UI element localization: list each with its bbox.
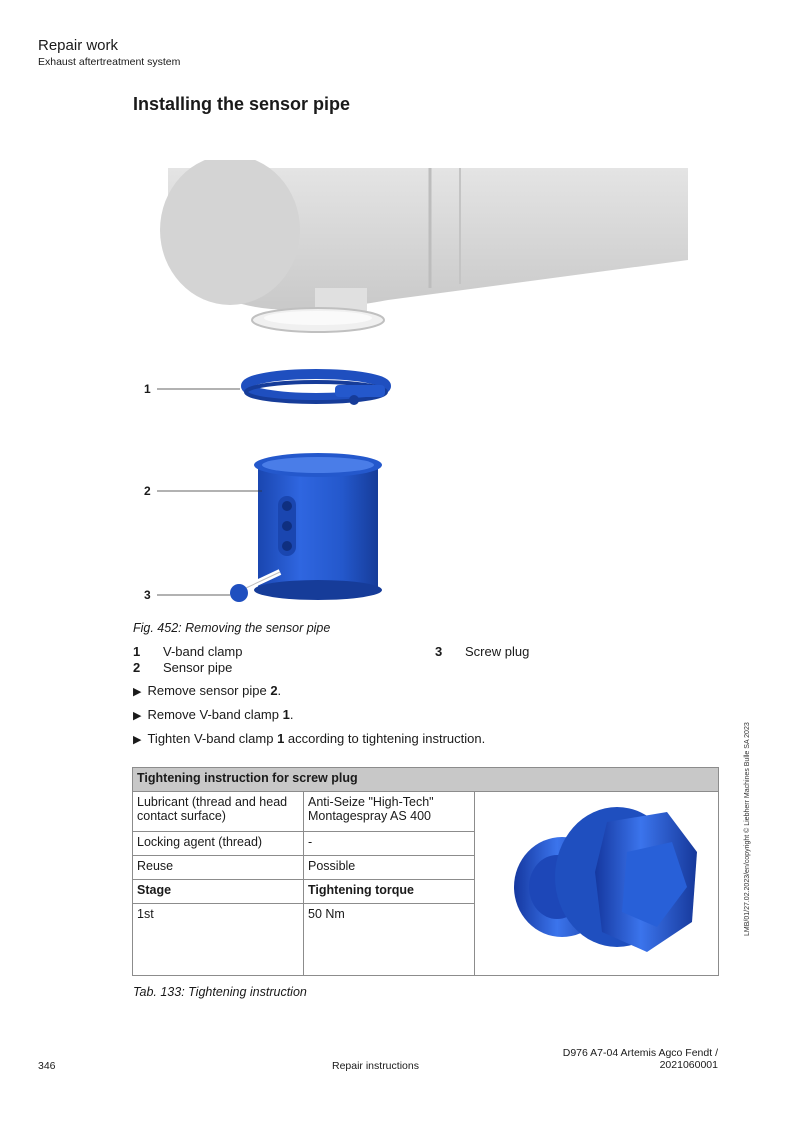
exploded-view-figure: 1 2 3 — [130, 155, 720, 610]
step-text: Remove V-band clamp — [147, 707, 283, 722]
table-caption: Tab. 133: Tightening instruction — [133, 985, 307, 999]
footer-doc-id: D976 A7-04 Artemis Agco Fendt / 20210600… — [563, 1047, 718, 1071]
legend-number: 1 — [133, 644, 141, 659]
subsection-title: Exhaust aftertreatment system — [38, 56, 181, 68]
tightening-table: Tightening instruction for screw plug Lu… — [132, 767, 719, 976]
step-text-end: according to tightening instruction. — [284, 731, 486, 746]
table-subheader-stage: Stage — [132, 879, 304, 904]
legend-item: 1 V-band clamp — [133, 644, 243, 659]
figure-caption: Fig. 452: Removing the sensor pipe — [133, 621, 331, 635]
step-text: Tighten V-band clamp — [147, 731, 278, 746]
legend-label: Screw plug — [465, 644, 530, 659]
table-label-cell: Locking agent (thread) — [132, 831, 304, 856]
page-number: 346 — [38, 1060, 56, 1072]
step-text-end: . — [277, 683, 282, 698]
step-arrow-icon: ▶ — [133, 686, 142, 698]
table-label-cell: 1st — [132, 903, 304, 976]
table-label-cell: Reuse — [132, 855, 304, 880]
legend-label: V-band clamp — [163, 644, 243, 659]
footer-doc-line1: D976 A7-04 Artemis Agco Fendt / — [562, 1047, 718, 1059]
instruction-step: ▶ Tighten V-band clamp 1 according to tig… — [133, 731, 485, 746]
footer-doc-line2: 2021060001 — [659, 1059, 718, 1071]
table-value-cell: Anti-Seize "High-Tech" Montagespray AS 4… — [303, 791, 475, 832]
table-header: Tightening instruction for screw plug — [132, 767, 719, 792]
step-ref: 2 — [270, 683, 278, 698]
sensor-pipe — [254, 453, 382, 600]
muffler-housing — [160, 155, 688, 333]
legend-item: 2 Sensor pipe — [133, 660, 232, 675]
legend-item: 3 Screw plug — [435, 644, 529, 659]
footer-center: Repair instructions — [332, 1060, 419, 1072]
instruction-step: ▶ Remove sensor pipe 2. — [133, 683, 281, 698]
table-value-cell: Possible — [303, 855, 475, 880]
instruction-step: ▶ Remove V-band clamp 1. — [133, 707, 293, 722]
legend-number: 2 — [133, 660, 141, 675]
callout-1: 1 — [144, 382, 151, 396]
figure-illustration — [157, 155, 688, 602]
step-arrow-icon: ▶ — [133, 710, 142, 722]
step-text-end: . — [289, 707, 294, 722]
step-text: Remove sensor pipe — [147, 683, 271, 698]
screw-plug — [230, 569, 282, 602]
step-ref: 1 — [277, 731, 285, 746]
callout-2: 2 — [144, 484, 151, 498]
legend-label: Sensor pipe — [163, 660, 233, 675]
table-value-cell: 50 Nm — [303, 903, 475, 976]
table-label-cell: Lubricant (thread and head contact surfa… — [132, 791, 304, 832]
table-subheader-torque: Tightening torque — [303, 879, 475, 904]
table-value-cell: - — [303, 831, 475, 856]
screw-plug-image-cell — [474, 791, 719, 976]
callout-3: 3 — [144, 588, 151, 602]
step-ref: 1 — [282, 707, 290, 722]
section-title: Repair work — [38, 37, 119, 54]
page-title: Installing the sensor pipe — [133, 94, 351, 114]
legend-number: 3 — [435, 644, 443, 659]
copyright-side-note: LMB/01/27.02.2023/en/copyright © Liebher… — [744, 722, 751, 936]
v-band-clamp — [241, 369, 391, 405]
screw-plug-image — [513, 807, 697, 952]
step-arrow-icon: ▶ — [133, 734, 142, 746]
